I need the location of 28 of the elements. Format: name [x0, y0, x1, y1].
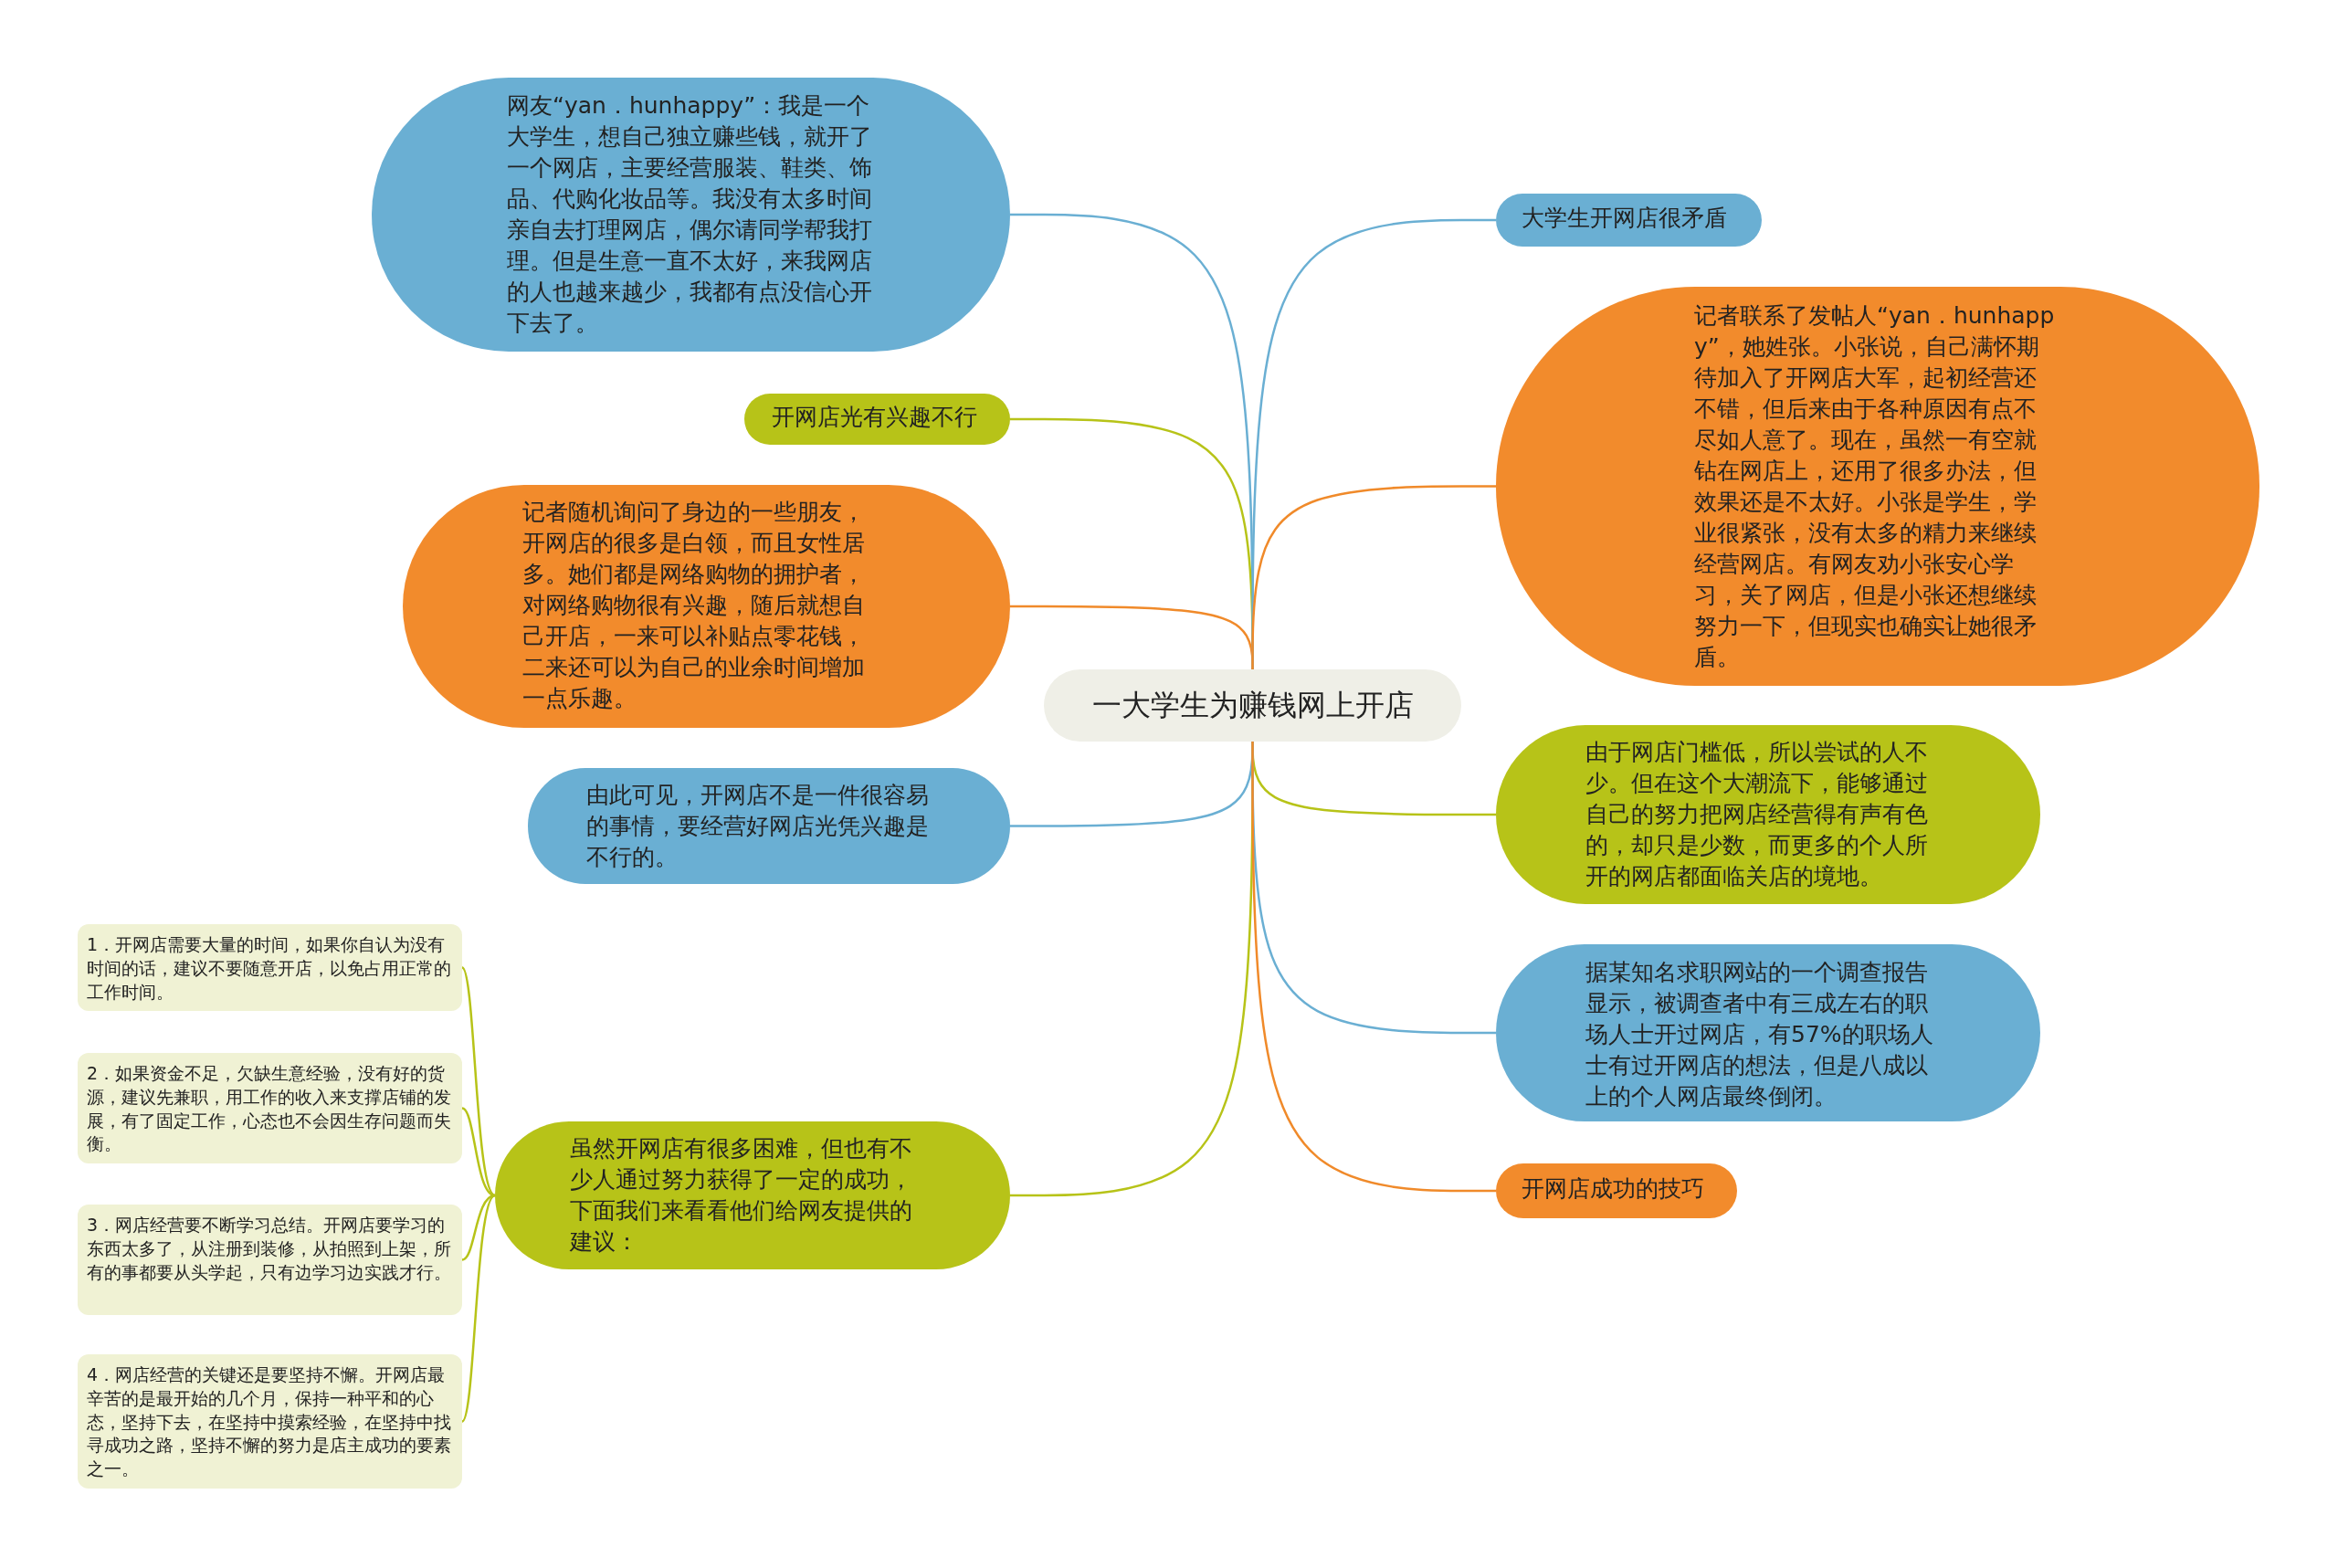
topic-text: 开网店成功的技巧: [1522, 1174, 1705, 1204]
connector-line: [1251, 742, 1496, 1193]
note-card: [78, 1205, 462, 1315]
topic-text: 由此可见，开网店不是一件很容易的事情，要经营好网店光凭兴趣是不行的。: [586, 781, 930, 872]
topic-bubble: [744, 394, 1010, 445]
topic-text: 记者随机询问了身边的一些朋友，开网店的很多是白领，而且女性居多。她们都是网络购物的拥护者，对网络购物很有兴趣，随后就想自己开店，一来可以补贴点零花钱，二来还可以为自己的业余时间增加一点乐趣。: [522, 498, 866, 713]
note-card: [78, 924, 462, 1011]
topic-text: 开网店光有兴趣不行: [772, 403, 978, 432]
note-card: [78, 1354, 462, 1489]
topic-text: 1．开网店需要大量的时间，如果你自认为没有时间的话，建议不要随意开店，以免占用正常的工作时间。: [87, 933, 452, 1004]
topic-text: 网友“yan．hunhappy”：我是一个大学生，想自己独立赚些钱，就开了一个网店，主要经营服装、鞋类、饰品、代购化妆品等。我没有太多时间亲自去打理网店，偶尔请同学帮我打理。但是生意一直不太好，来我网店的人也越来越少，我都有点没信心开下去了。: [507, 91, 873, 338]
connector-line: [461, 1194, 496, 1261]
connector-line: [460, 1194, 496, 1423]
connector-line: [1251, 485, 1496, 669]
connector-line: [460, 966, 496, 1196]
topic-text: 由于网店门槛低，所以尝试的人不少。但在这个大潮流下，能够通过自己的努力把网店经营得有声有色的，却只是少数，而更多的个人所开的网店都面临关店的境地。: [1585, 738, 1929, 891]
connector-line: [461, 1107, 496, 1197]
topic-text: 2．如果资金不足，欠缺生意经验，没有好的货源，建议先兼职，用工作的收入来支撑店铺的发展，有了固定工作，心态也不会因生存问题而失衡。: [87, 1062, 452, 1156]
topic-text: 据某知名求职网站的一个调查报告显示，被调查者中有三成左右的职场人士开过网店，有57%的职场人士有过开网店的想法，但是八成以上的个人网店最终倒闭。: [1585, 958, 1934, 1111]
topic-text: 记者联系了发帖人“yan．hunhappy”，她姓张。小张说，自己满怀期待加入了开网店大军，起初经营还不错，但后来由于各种原因有点不尽如人意了。现在，虽然一有空就钻在网店上，还用了很多办法，但效果还是不太好。小张是学生，学业很紧张，没有太多的精力来继续经营网店。有网友劝小张安心学习，关了网店，但是小张还想继续努力一下，但现实也确实让她很矛盾。: [1694, 301, 2055, 672]
note-card: [78, 1053, 462, 1163]
topic-text: 大学生开网店很矛盾: [1522, 204, 1728, 233]
topic-title: 一大学生为赚钱网上开店: [1090, 687, 1415, 724]
topic-bubble: [1496, 194, 1762, 247]
topic-text: 3．网店经营要不断学习总结。开网店要学习的东西太多了，从注册到装修，从拍照到上架，所有的事都要从头学起，只有边学习边实践才行。: [87, 1214, 452, 1284]
topic-text: 4．网店经营的关键还是要坚持不懈。开网店最辛苦的是最开始的几个月，保持一种平和的心态，坚持下去，在坚持中摸索经验，在坚持中找寻成功之路，坚持不懈的努力是店主成功的要素之一。: [87, 1363, 452, 1481]
topic-bubble: [1496, 1163, 1737, 1218]
topic-text: 虽然开网店有很多困难，但也有不少人通过努力获得了一定的成功，下面我们来看看他们给网友提供的建议：: [570, 1134, 913, 1257]
